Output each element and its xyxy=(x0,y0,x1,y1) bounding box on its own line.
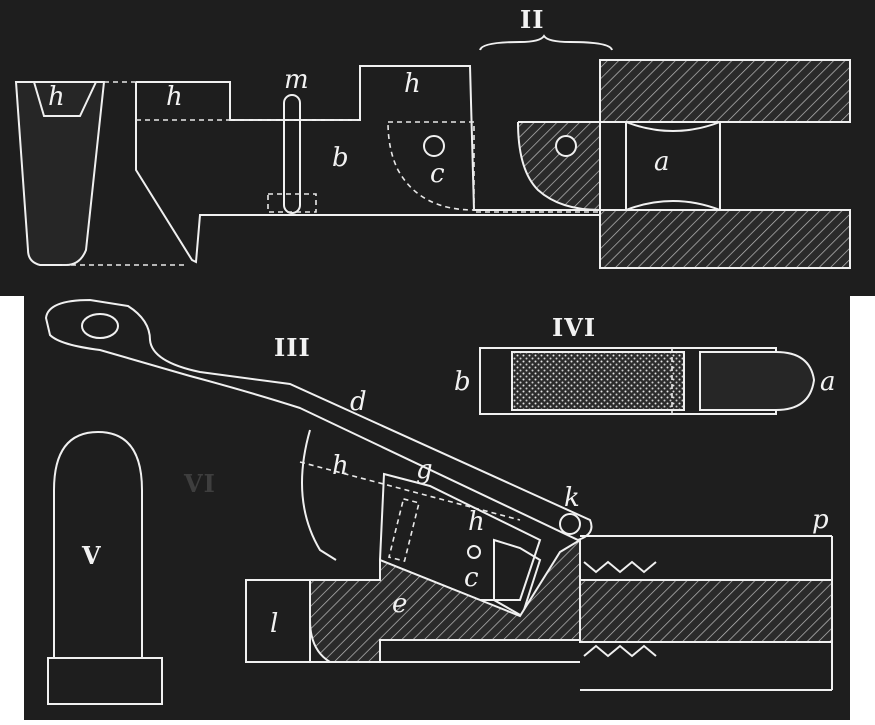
thread-bottom xyxy=(583,644,657,658)
label-h-left: h xyxy=(48,82,65,112)
barrel-bore xyxy=(600,121,850,211)
barrel-bottom-wall xyxy=(599,209,851,269)
figure-iv: IVI b a xyxy=(454,313,836,415)
breech-face xyxy=(493,538,542,618)
brace-ii xyxy=(479,34,613,51)
label-p: p xyxy=(812,505,829,535)
chamber-curves xyxy=(625,121,721,211)
pivot-k xyxy=(559,513,581,535)
arc-guide xyxy=(301,429,337,561)
label-c-iii: c xyxy=(464,563,479,593)
label-c-ii: c xyxy=(430,159,445,189)
lever-eye xyxy=(81,313,119,339)
label-l: l xyxy=(270,609,278,639)
label-e: e xyxy=(392,589,407,619)
slide-lower-outline xyxy=(135,82,600,264)
figure-vi: VI xyxy=(183,469,216,498)
label-h-upper: h xyxy=(332,451,349,481)
figure-iii-numeral: III xyxy=(274,333,311,362)
chamber-lines xyxy=(625,122,721,210)
label-g: g xyxy=(416,455,433,485)
figure-iii: III d k h g h c e l p xyxy=(44,298,833,691)
label-b-iv: b xyxy=(454,367,471,397)
label-h-lower: h xyxy=(468,507,485,537)
label-m: m xyxy=(284,65,309,95)
label-d: d xyxy=(350,387,367,417)
figure-ii: h h m b h c a II xyxy=(14,5,851,269)
label-b: b xyxy=(332,143,349,173)
barrel-top-wall xyxy=(599,59,851,123)
breech-dashed xyxy=(299,461,521,521)
round-plug xyxy=(517,121,601,212)
thread-top xyxy=(583,560,657,574)
powder-charge xyxy=(511,351,685,411)
figure-v-numeral: V xyxy=(81,541,102,570)
slide-top-outline xyxy=(136,65,600,211)
figure-vi-numeral: VI xyxy=(183,469,216,498)
label-h-right: h xyxy=(404,69,421,99)
bullet-body xyxy=(53,430,143,658)
figure-ii-numeral: II xyxy=(520,5,544,34)
label-h-mid: h xyxy=(166,82,183,112)
bullet-a xyxy=(699,351,816,411)
hole-c xyxy=(423,135,445,157)
plug-hole xyxy=(555,135,577,157)
figure-iv-numeral: IVI xyxy=(552,313,596,342)
label-k: k xyxy=(564,483,580,513)
barrel-wall xyxy=(579,579,833,643)
lever-d xyxy=(44,298,593,542)
pin-m xyxy=(283,94,301,214)
label-a-iv: a xyxy=(820,367,836,397)
hole-c-iii xyxy=(467,545,481,559)
block-dashed-arc xyxy=(387,121,475,211)
bullet-base xyxy=(47,657,163,705)
breech-pin xyxy=(388,497,420,563)
figure-v: V xyxy=(47,430,163,705)
wedge-notch xyxy=(33,81,97,117)
barrel-outline xyxy=(580,535,832,691)
pin-socket xyxy=(267,193,317,213)
label-a-ii: a xyxy=(654,147,670,177)
frame-rails xyxy=(246,579,580,663)
